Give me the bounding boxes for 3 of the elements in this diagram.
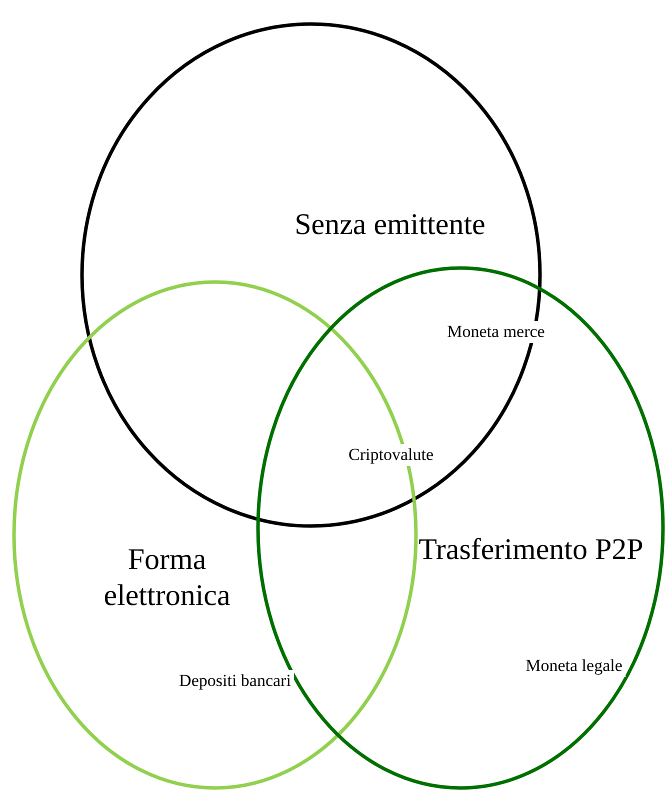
set-title: Trasferimento P2P xyxy=(418,532,644,568)
set-title: Forma elettronica xyxy=(102,542,232,614)
set-title: Senza emittente xyxy=(294,207,486,243)
